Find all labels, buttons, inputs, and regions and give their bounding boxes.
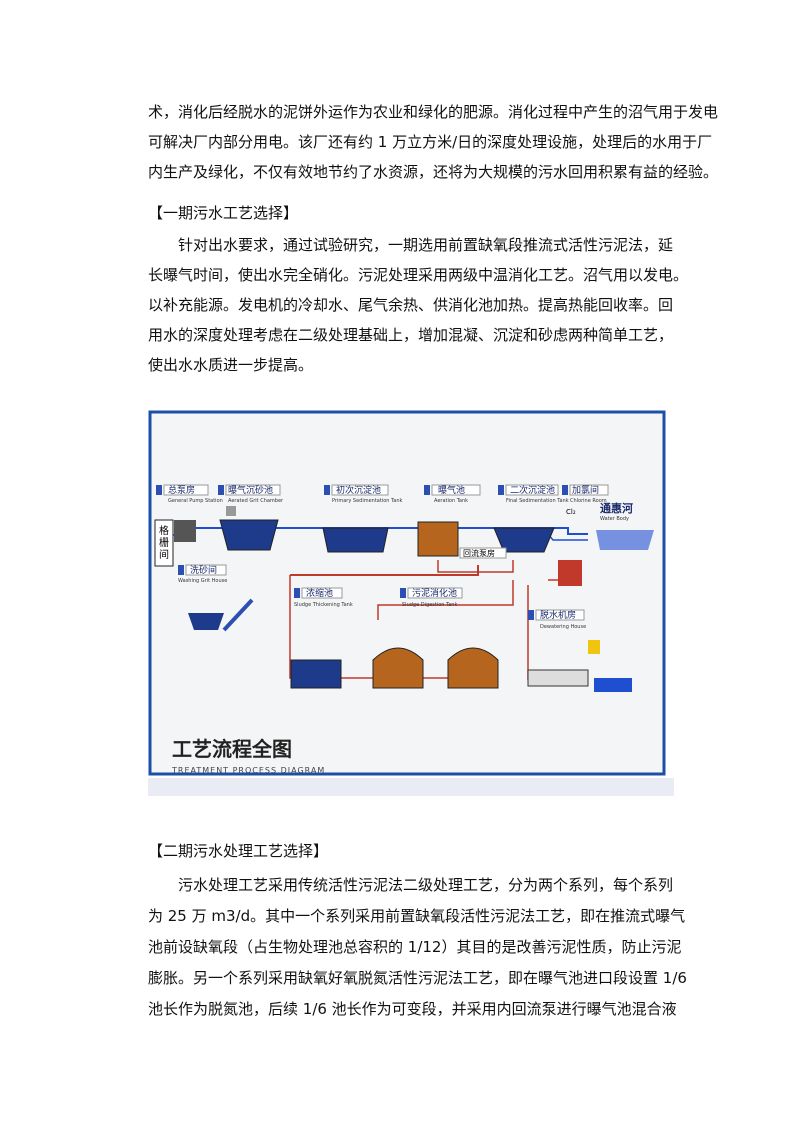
text-line: 用水的深度处理考虑在二级处理基础上，增加混凝、沉淀和砂虑两种简单工艺， [148, 326, 674, 344]
label-text-chlorine-en: Chlorine Room [570, 498, 607, 504]
diagram-noise-strip [148, 778, 674, 796]
label-washing: 洗砂间 Washing Grit House [178, 564, 227, 584]
text-line: 膨胀。另一个系列采用缺氧好氧脱氮活性污泥法工艺，即在曝气池进口段设置 1/6 [148, 969, 687, 987]
text-line: 以补充能源。发电机的冷却水、尾气余热、供消化池加热。提高热能回收率。回 [148, 296, 674, 314]
label-text-dew-en: Dewatering House [540, 624, 586, 630]
primary-tank-icon [322, 527, 389, 553]
diagram-frame [148, 410, 666, 776]
label-thickening: 浓缩池 Sludge Thickening Tank [294, 587, 353, 608]
label-text-final: 二次沉淀池 [510, 484, 555, 496]
label-text-river: 通惠河 [600, 501, 633, 515]
label-text-dig-en: Sludge Digestion Tank [402, 602, 457, 608]
text-line: 池长作为脱氮池，后续 1/6 池长作为可变段，并采用内回流泵进行曝气池混合液 [148, 1000, 677, 1018]
label-text-washing: 洗砂间 [190, 564, 217, 576]
text-line: 为 25 万 m3/d。其中一个系列采用前置缺氧段活性污泥法工艺，即在推流式曝气 [148, 907, 686, 925]
sludge-line [290, 565, 479, 576]
label-text-primary: 初次沉淀池 [336, 484, 381, 496]
label-text-thick-en: Sludge Thickening Tank [294, 602, 353, 608]
hopper-icon [588, 640, 600, 654]
section1-heading: 【一期污水工艺选择】 [148, 204, 299, 222]
section1-paragraph: 针对出水要求，通过试验研究，一期选用前置缺氧段推流式活性污泥法，延 长曝气时间，… [148, 230, 689, 380]
final-tank-icon [493, 527, 555, 553]
label-primary: 初次沉淀池 Primary Sedimentation Tank [324, 484, 402, 504]
text-line: 池前设缺氧段（占生物处理池总容积的 1/12）其目的是改善污泥性质，防止污泥 [148, 938, 682, 956]
text-line: 内生产及绿化，不仅有效地节约了水资源，还将为大规模的污水回用积累有益的经验。 [148, 163, 719, 181]
label-river: 通惠河 Water Body [600, 501, 633, 522]
section2-paragraph: 污水处理工艺采用传统活性污泥法二级处理工艺，分为两个系列，每个系列 为 25 万… [148, 870, 687, 1025]
label-text-pump-en: General Pump Station [168, 498, 223, 504]
text-line: 可解决厂内部分用电。该厂还有约 1 万立方米/日的深度处理设施，处理后的水用于厂 [148, 133, 713, 151]
label-text-river-en: Water Body [600, 516, 629, 522]
label-text-chlorine: 加氯间 [572, 484, 599, 496]
label-text-final-en: Final Sedimentation Tank [506, 498, 569, 504]
text-line: 术，消化后经脱水的泥饼外运作为农业和绿化的肥源。消化过程中产生的沼气用于发电 [148, 103, 719, 121]
label-text-thick: 浓缩池 [306, 587, 333, 599]
thickening-tank-icon [290, 659, 342, 689]
label-text-dig: 污泥消化池 [412, 587, 457, 599]
text-line: 针对出水要求，通过试验研究，一期选用前置缺氧段推流式活性污泥法，延 [178, 236, 674, 254]
text-line: 使出水水质进一步提高。 [148, 356, 314, 374]
label-text-grit-en: Aerated Grit Chamber [228, 498, 284, 504]
screen-house-box [154, 519, 174, 567]
label-text-return: 回流泵房 [463, 548, 495, 558]
screen-house-label: 格栅间 [159, 524, 169, 561]
aeration-tank-icon [417, 521, 459, 557]
label-text-cl2: Cl₂ [566, 508, 576, 516]
text-line: 长曝气时间，使出水完全硝化。污泥处理采用两级中温消化工艺。沼气用以发电。 [148, 266, 689, 284]
digester-1-icon [372, 647, 424, 689]
water-body-icon [596, 530, 654, 550]
sludge-tank-icon [558, 560, 582, 586]
label-aeration: 曝气池 Aeration Tank [424, 484, 481, 504]
pump-station-icon [174, 520, 196, 542]
label-text-grit: 曝气沉砂池 [228, 484, 273, 496]
label-grit: 曝气沉砂池 Aerated Grit Chamber [218, 484, 284, 504]
label-dewatering: 脱水机房 Dewatering House [528, 609, 586, 630]
label-chlorine: 加氯间 Chlorine Room Cl₂ [562, 484, 609, 516]
label-return-pump: 回流泵房 [459, 547, 507, 559]
label-text-washing-en: Washing Grit House [178, 578, 227, 584]
grit-chamber-icon [219, 519, 279, 551]
intro-paragraph: 术，消化后经脱水的泥饼外运作为农业和绿化的肥源。消化过程中产生的沼气用于发电 可… [148, 97, 719, 187]
diagram-title: 工艺流程全图 [172, 737, 292, 761]
truck-icon [594, 678, 632, 692]
process-diagram: 格栅间 总泵房 General Pump Station 曝气沉砂池 Aera [148, 410, 674, 796]
label-text-aeration-en: Aeration Tank [434, 498, 468, 504]
diagram-subtitle: TREATMENT PROCESS DIAGRAM [171, 766, 325, 775]
label-text-pump: 总泵房 [168, 484, 195, 496]
digester-2-icon [447, 647, 499, 689]
label-text-dew: 脱水机房 [540, 609, 576, 621]
label-final: 二次沉淀池 Final Sedimentation Tank [498, 484, 569, 504]
label-text-primary-en: Primary Sedimentation Tank [332, 498, 402, 504]
washing-icon [188, 613, 224, 630]
section2-heading: 【二期污水处理工艺选择】 [148, 842, 329, 860]
label-digestion: 污泥消化池 Sludge Digestion Tank [400, 587, 463, 608]
dewatering-machine-icon [527, 669, 589, 687]
label-pump: 总泵房 General Pump Station [156, 484, 223, 504]
text-line: 污水处理工艺采用传统活性污泥法二级处理工艺，分为两个系列，每个系列 [178, 876, 674, 894]
label-text-aeration: 曝气池 [438, 484, 465, 496]
